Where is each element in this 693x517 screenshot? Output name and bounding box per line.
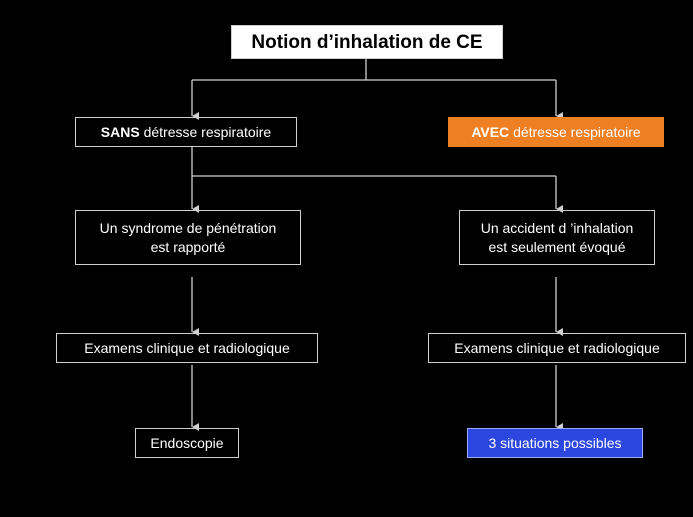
avec-label: AVEC bbox=[471, 123, 510, 140]
sans-detresse-text: détresse respiratoire bbox=[143, 123, 272, 140]
examens-right-box: Examens clinique et radiologique bbox=[428, 333, 686, 363]
title-text: Notion d’inhalation de CE bbox=[251, 31, 483, 53]
syndrome-penetration-box: Un syndrome de pénétration est rapporté bbox=[75, 210, 301, 265]
syndrome-line-2: est rapporté bbox=[150, 238, 226, 255]
avec-detresse-box: AVEC détresse respiratoire bbox=[448, 117, 664, 147]
syndrome-line-1: Un syndrome de pénétration bbox=[99, 219, 277, 236]
accident-line-2: est seulement évoqué bbox=[488, 238, 626, 255]
avec-detresse-text: détresse respiratoire bbox=[513, 123, 641, 140]
sans-label: SANS bbox=[100, 123, 140, 140]
examens-left-box: Examens clinique et radiologique bbox=[56, 333, 318, 363]
situations-text: 3 situations possibles bbox=[488, 434, 622, 451]
examens-left-text: Examens clinique et radiologique bbox=[84, 339, 290, 356]
situations-box: 3 situations possibles bbox=[467, 428, 643, 458]
accident-line-1: Un accident d ’inhalation bbox=[480, 219, 634, 236]
sans-detresse-box: SANS détresse respiratoire bbox=[75, 117, 297, 147]
accident-inhalation-box: Un accident d ’inhalation est seulement … bbox=[459, 210, 655, 265]
examens-right-text: Examens clinique et radiologique bbox=[454, 339, 660, 356]
title-box: Notion d’inhalation de CE bbox=[231, 25, 503, 59]
endoscopie-box: Endoscopie bbox=[135, 428, 239, 458]
endoscopie-text: Endoscopie bbox=[150, 434, 224, 451]
